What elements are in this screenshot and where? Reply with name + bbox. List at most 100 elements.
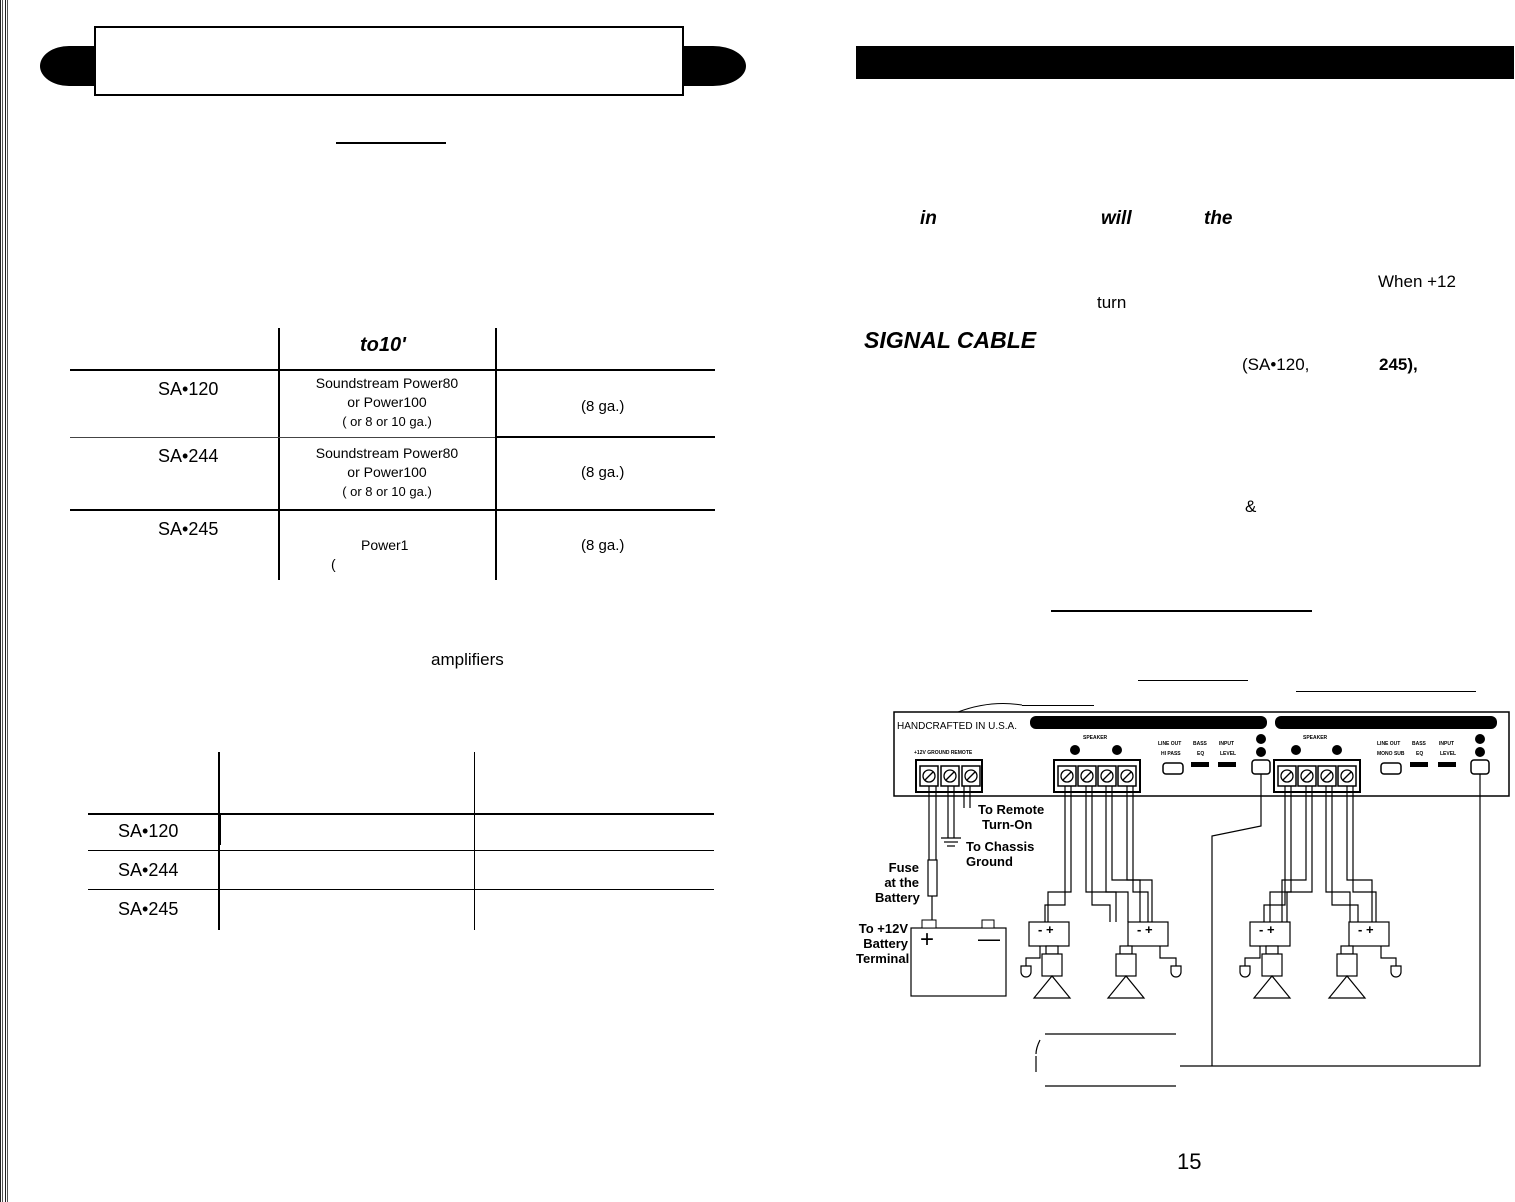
ch2-ctrl-lineout: LINE OUT — [1377, 741, 1401, 747]
input-level-2 — [1438, 762, 1456, 767]
battery-label-line2: Battery — [863, 936, 908, 951]
speaker-wiring-2 — [1263, 786, 1377, 922]
table1-cable-3-line3: ( — [331, 556, 336, 572]
table1-right-2: (8 ga.) — [581, 464, 625, 481]
bass-eq-switch-2 — [1410, 762, 1428, 767]
diagram-underline-b — [1296, 691, 1476, 692]
speaker-label-1: SPEAKER — [1083, 735, 1108, 741]
rca-input-2 — [1470, 759, 1490, 775]
cable-line: or Power100 — [347, 464, 427, 480]
table1-divider-2 — [495, 328, 497, 580]
battery-label: To +12V Battery Terminal — [856, 921, 910, 966]
table2-model-2: SA•244 — [118, 860, 179, 880]
battery-minus: — — [978, 926, 1000, 951]
table1-cable-1: Soundstream Power80 or Power100 ( or 8 o… — [280, 374, 494, 431]
ch1-ctrl-bass: BASS — [1193, 741, 1207, 747]
remote-label: To Remote Turn-On — [978, 802, 1044, 832]
led-2b — [1475, 747, 1485, 757]
speaker-terminal-block-1 — [1053, 759, 1141, 793]
models-left: (SA•120, — [1242, 355, 1310, 374]
led-1a — [1256, 734, 1266, 744]
table1-header-mid: to10' — [360, 334, 406, 356]
cable-line: ( or 8 or 10 ga.) — [342, 414, 432, 429]
fuse-label-line1: Fuse — [888, 860, 919, 875]
speaker-1-terminals: - + — [1038, 922, 1054, 937]
fuse-label: Fuse at the Battery — [875, 860, 920, 905]
table1-divider-1 — [278, 328, 280, 580]
table1-rule-2 — [70, 437, 496, 438]
line-out-switch-1 — [1162, 762, 1184, 775]
source-unit-outline — [1035, 1033, 1176, 1087]
diagram-underline-a — [1138, 680, 1248, 681]
chassis-label-line2: Ground — [966, 854, 1013, 869]
rca-signal-cables — [1180, 774, 1481, 1067]
banner-left-cap — [40, 46, 98, 86]
speaker-2-terminals: - + — [1137, 922, 1153, 937]
fuse-label-line2: at the — [884, 875, 919, 890]
section-heading-signal-cable: SIGNAL CABLE — [864, 327, 1037, 353]
table1-rule-3 — [70, 509, 715, 511]
diagram-title-underline — [1051, 610, 1312, 612]
table2-model-1: SA•120 — [118, 821, 179, 841]
chassis-top-curve — [957, 703, 1023, 713]
speaker-3-terminals: - + — [1259, 922, 1275, 937]
chassis-label-line1: To Chassis — [966, 839, 1035, 854]
diagram-underline-c — [1022, 705, 1094, 706]
channel1-label-bar — [1030, 716, 1267, 729]
speaker-4-terminals: - + — [1358, 922, 1374, 937]
body-word-will: will — [1101, 208, 1132, 229]
chassis-label: To Chassis Ground — [966, 839, 1034, 869]
speaker-terminal-block-2 — [1273, 759, 1361, 793]
ch1-ctrl-input: INPUT — [1219, 741, 1234, 747]
speaker-3 — [1239, 921, 1292, 999]
speaker-1 — [1020, 921, 1072, 999]
remote-label-line1: To Remote — [978, 802, 1045, 817]
table1-cable-2: Soundstream Power80 or Power100 ( or 8 o… — [280, 444, 494, 501]
input-level-1 — [1218, 762, 1236, 767]
heading-underline — [336, 142, 446, 144]
banner-right-cap — [680, 46, 746, 86]
table2-model-3: SA•245 — [118, 899, 179, 919]
table1-model-1: SA•120 — [158, 379, 219, 399]
remote-label-line2: Turn-On — [982, 817, 1033, 832]
cable-line: or Power100 — [347, 394, 427, 410]
ch2-ctrl-level: LEVEL — [1440, 751, 1457, 757]
header-bar — [856, 46, 1514, 79]
page-number: 15 — [1177, 1149, 1202, 1174]
ch1-ctrl-lineout: LINE OUT — [1158, 741, 1182, 747]
polarity-dot — [1070, 745, 1080, 755]
ampersand: & — [1245, 497, 1257, 516]
led-1b — [1256, 747, 1266, 757]
power-wiring — [927, 786, 971, 920]
wiring-diagram — [893, 703, 1510, 1087]
ch2-ctrl-eq: EQ — [1416, 751, 1424, 757]
ch1-ctrl-level: LEVEL — [1220, 751, 1237, 757]
ch2-ctrl-monosub: MONO SUB — [1377, 751, 1405, 757]
polarity-dot — [1332, 745, 1342, 755]
table2-rule-3 — [88, 889, 714, 890]
battery-label-line3: Terminal — [856, 951, 910, 966]
cable-line: Soundstream Power80 — [315, 445, 459, 461]
body-when: When +12 — [1378, 272, 1456, 291]
line-out-switch-2 — [1380, 762, 1402, 775]
ch2-ctrl-input: INPUT — [1439, 741, 1454, 747]
battery-plus: + — [920, 926, 935, 953]
ch1-ctrl-hipass: HI PASS — [1161, 751, 1181, 757]
bass-eq-switch-1 — [1191, 762, 1209, 767]
body-word-the: the — [1204, 208, 1233, 229]
cable-line: Soundstream Power80 — [315, 375, 459, 391]
note-word: amplifiers — [431, 650, 504, 669]
cable-line: ( or 8 or 10 ga.) — [342, 484, 432, 499]
binding-edge — [0, 0, 8, 1202]
table1-cable-3-line2: Power1 — [361, 537, 409, 553]
led-2a — [1475, 734, 1485, 744]
title-banner — [40, 26, 746, 98]
channel2-label-bar — [1275, 716, 1497, 729]
table2-divider-2 — [474, 752, 475, 930]
polarity-dot — [1291, 745, 1301, 755]
table2-divider-1b — [218, 815, 221, 845]
table1-right-1: (8 ga.) — [581, 398, 625, 415]
banner-box — [94, 26, 684, 96]
car-battery — [910, 919, 1007, 997]
table2-rule-2 — [88, 850, 714, 851]
